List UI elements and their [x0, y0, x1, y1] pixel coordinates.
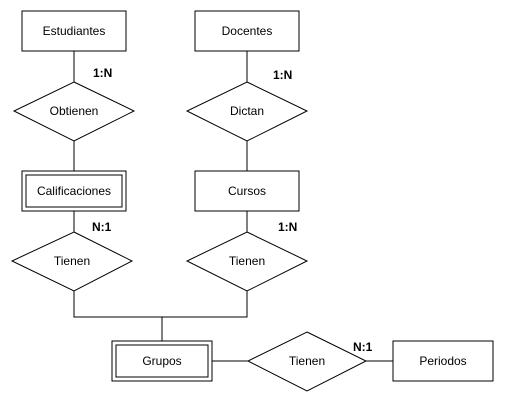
cardinality-calificaciones-tienen: N:1 [92, 220, 112, 234]
entity-periodos[interactable]: Periodos [392, 340, 494, 382]
relationship-dictan[interactable]: Dictan [185, 81, 309, 142]
relationship-diamond [10, 231, 134, 292]
entity-box [194, 10, 300, 52]
entity-estudiantes[interactable]: Estudiantes [21, 10, 127, 52]
entity-label-calificaciones: Calificaciones [37, 184, 111, 198]
entity-label-periodos: Periodos [419, 354, 466, 368]
relationship-label-tienen: Tienen [289, 354, 325, 368]
relationship-diamond [12, 81, 136, 142]
weak-entity-grupos[interactable]: Grupos [111, 340, 213, 382]
edge-tienen-grupos-right [162, 291, 248, 318]
weak-entity-calificaciones[interactable]: Calificaciones [21, 170, 127, 212]
weak-entity-inner-box [115, 344, 209, 378]
cardinality-tienen-periodos: N:1 [353, 340, 373, 354]
entity-label-grupos: Grupos [142, 354, 181, 368]
cardinality-docentes-dictan: 1:N [273, 68, 292, 82]
relationship-tienen-calificaciones[interactable]: Tienen [10, 231, 134, 292]
relationship-diamond [185, 81, 309, 142]
relationship-tienen-periodos[interactable]: Tienen [246, 331, 368, 392]
relationship-label-dictan: Dictan [230, 104, 264, 118]
entity-label-estudiantes: Estudiantes [43, 24, 106, 38]
relationship-label-tienen: Tienen [54, 254, 90, 268]
weak-entity-inner-box [25, 174, 123, 208]
relationship-obtienen[interactable]: Obtienen [12, 81, 136, 142]
entity-label-cursos: Cursos [228, 184, 266, 198]
entity-label-docentes: Docentes [222, 24, 273, 38]
relationship-diamond [246, 331, 368, 392]
cardinality-estudiantes-obtienen: 1:N [93, 66, 112, 80]
edge-tienen-grupos-left [73, 291, 163, 341]
entity-box [392, 340, 494, 382]
connectors [73, 51, 393, 362]
entity-cursos[interactable]: Cursos [194, 170, 300, 212]
relationship-tienen-cursos[interactable]: Tienen [185, 231, 309, 292]
relationship-label-obtienen: Obtienen [50, 104, 99, 118]
cardinality-cursos-tienen: 1:N [278, 220, 297, 234]
entity-docentes[interactable]: Docentes [194, 10, 300, 52]
entity-box [21, 10, 127, 52]
entity-box [194, 170, 300, 212]
relationship-diamond [185, 231, 309, 292]
relationship-label-tienen: Tienen [229, 254, 265, 268]
